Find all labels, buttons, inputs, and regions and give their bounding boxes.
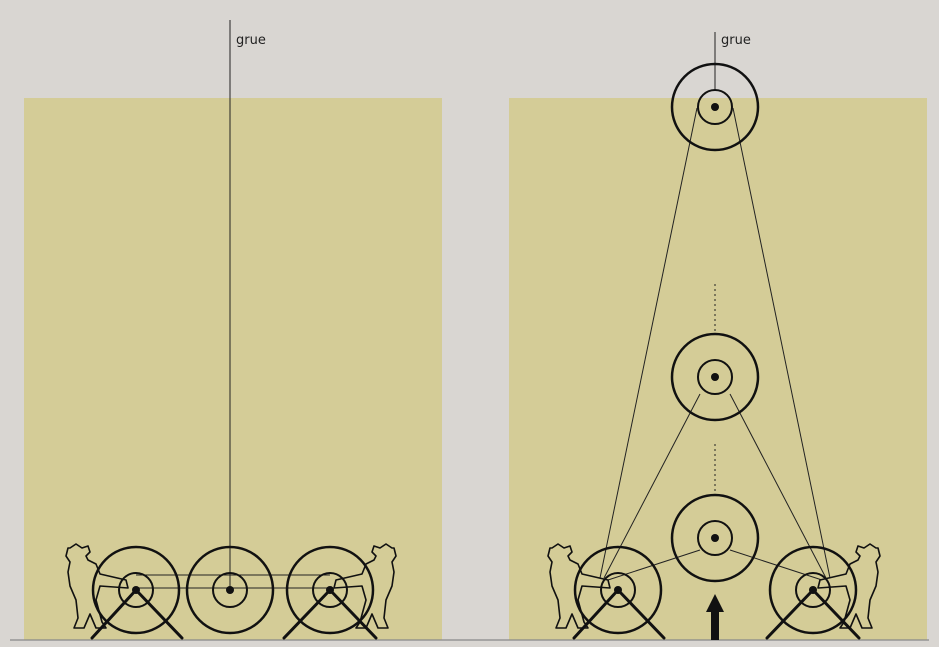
right-pulley-top [670,62,760,152]
right-panel-diagram: grue [547,32,881,640]
left-crane-label: grue [236,33,266,48]
left-panel-diagram: grue [65,20,397,640]
right-worker-2-icon [817,543,881,629]
right-worker-1-icon [547,543,611,629]
right-panel [509,98,927,640]
left-wheel-2 [185,545,275,635]
right-rope-right-top [732,107,831,579]
right-crane-label: grue [721,33,751,48]
right-pulley-middle [670,332,760,422]
right-rope-left-top [599,107,698,579]
left-wheel-1 [90,545,184,640]
right-wheel-left [572,545,666,640]
left-worker-1-icon [65,543,129,629]
left-wheel-3 [282,545,378,640]
up-arrow-icon [706,594,724,640]
right-wheel-right [765,545,861,640]
left-worker-2-icon [333,543,397,629]
right-pulley-low [670,493,760,583]
